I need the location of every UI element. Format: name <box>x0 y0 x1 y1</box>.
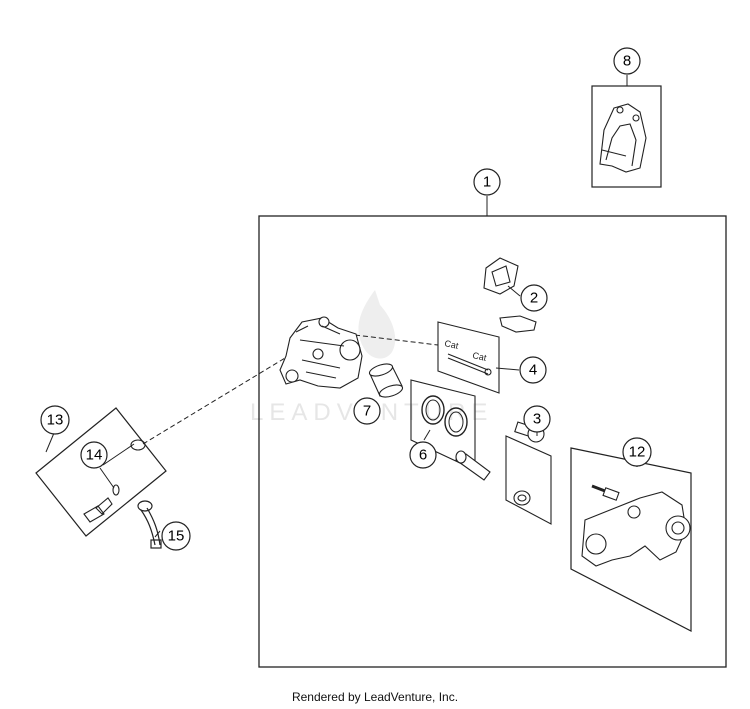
bushing-box-3 <box>505 435 552 525</box>
pad-label-left: Cat <box>444 338 460 351</box>
callout-15[interactable]: 15 <box>161 521 191 551</box>
guide-pin <box>454 450 491 481</box>
callout-6[interactable]: 6 <box>409 441 437 469</box>
pad-pin-4 <box>447 353 492 376</box>
svg-text:14: 14 <box>86 447 103 464</box>
callout-4[interactable]: 4 <box>519 356 547 384</box>
brake-pad-8 <box>599 103 647 173</box>
bushings-3 <box>513 421 545 506</box>
pad-label-right: Cat <box>472 350 488 363</box>
callout-8[interactable]: 8 <box>613 47 641 75</box>
pad-spring-2 <box>483 257 537 333</box>
svg-text:4: 4 <box>529 362 537 379</box>
callout-3[interactable]: 3 <box>523 405 551 433</box>
bleeder-box-13 <box>35 407 167 537</box>
callout-14[interactable]: 14 <box>80 441 108 469</box>
support-box-12 <box>570 447 692 632</box>
assembly-box-1 <box>258 215 727 668</box>
svg-text:12: 12 <box>629 444 646 461</box>
assembly-dashed-line <box>142 354 291 445</box>
svg-text:13: 13 <box>47 412 64 429</box>
callout-2[interactable]: 2 <box>520 284 548 312</box>
callout-13[interactable]: 13 <box>40 405 70 435</box>
bleeder-parts-14 <box>83 439 146 523</box>
seals-6 <box>421 395 468 437</box>
caliper-support-12 <box>581 484 691 567</box>
svg-text:1: 1 <box>483 174 491 191</box>
pad-pin-box-4 <box>437 321 500 394</box>
svg-text:3: 3 <box>533 411 541 428</box>
footer-credit: Rendered by LeadVenture, Inc. <box>291 690 459 704</box>
caliper-body <box>279 316 363 389</box>
callout-1[interactable]: 1 <box>473 168 501 196</box>
brake-hose-15 <box>137 500 162 549</box>
callout-12[interactable]: 12 <box>622 437 652 467</box>
piston-7 <box>368 363 404 398</box>
svg-text:6: 6 <box>419 447 427 464</box>
svg-text:15: 15 <box>168 528 185 545</box>
svg-text:7: 7 <box>363 403 371 420</box>
callout-7[interactable]: 7 <box>353 397 381 425</box>
svg-text:2: 2 <box>530 290 538 307</box>
svg-text:8: 8 <box>623 53 631 70</box>
